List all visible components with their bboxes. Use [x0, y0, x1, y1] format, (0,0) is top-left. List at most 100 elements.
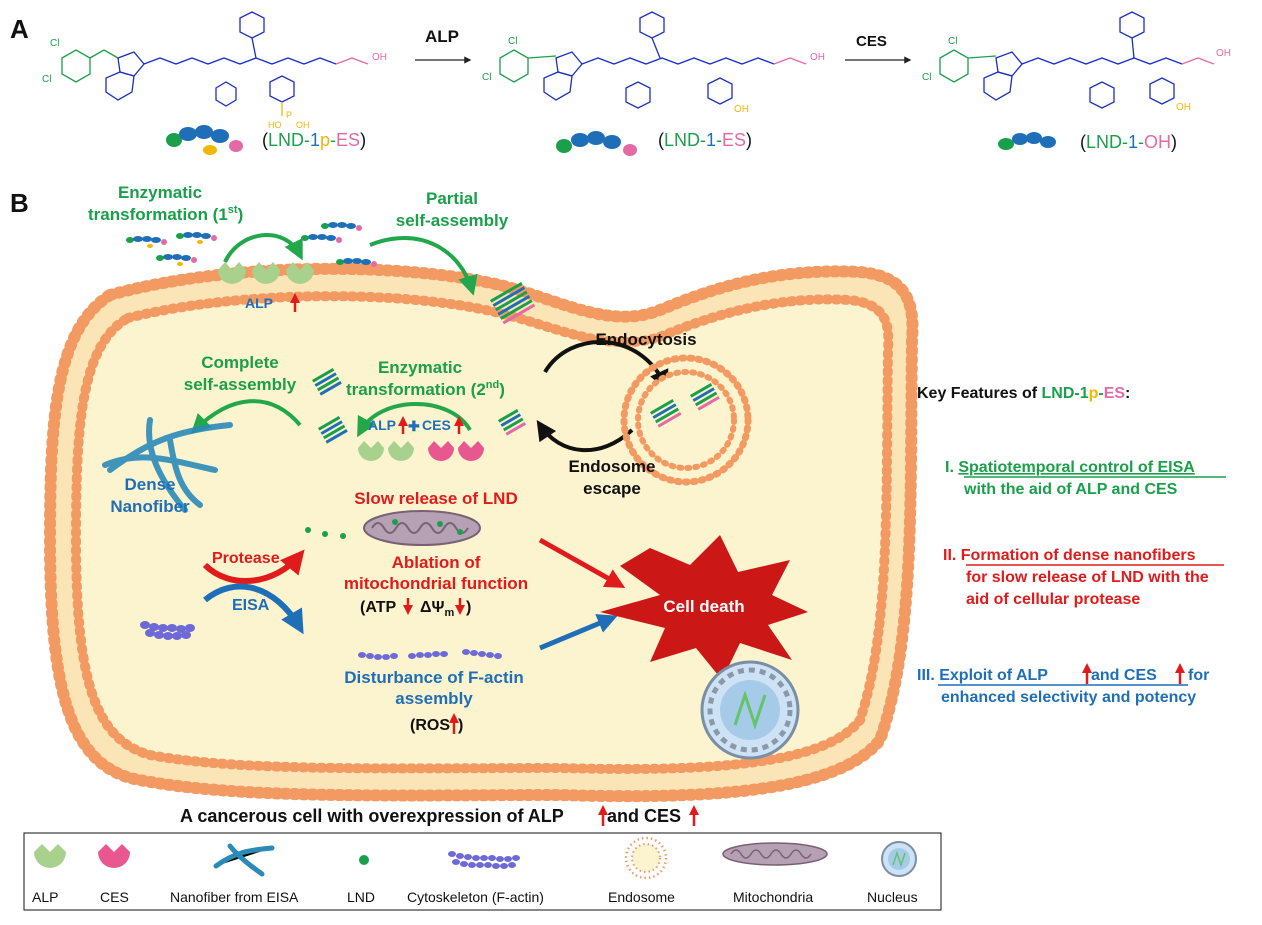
- delta-psi-label: ΔΨm: [420, 599, 454, 619]
- molecule-lnd-1-es: [499, 11, 807, 109]
- legend-label: ALP: [32, 889, 58, 905]
- atom-label: OH: [372, 52, 387, 63]
- inner-stack-3: [498, 409, 527, 436]
- atom-label: OH: [1176, 102, 1191, 113]
- slow-release-label: Slow release of LND: [354, 489, 517, 508]
- legend-label: Endosome: [608, 889, 675, 905]
- inner-stack-2: [318, 416, 348, 444]
- cancer-cell-caption-2: and CES: [607, 806, 681, 826]
- partial-self-assembly-label-2: self-assembly: [396, 211, 509, 230]
- atom-label: Cl: [50, 38, 59, 49]
- complete-self-assembly-label: Complete: [201, 353, 278, 372]
- enzymatic-2-label: Enzymatic: [378, 358, 462, 377]
- alp-membrane-label: ALP: [245, 295, 273, 311]
- membrane-assembly-stack: [490, 282, 536, 325]
- mitochondria-legend-icon: [722, 842, 828, 866]
- cancer-cell-caption: A cancerous cell with overexpression of …: [180, 806, 564, 826]
- ces-arrow-label: CES: [856, 33, 887, 50]
- lnd-dots: [305, 527, 346, 539]
- lnd-legend-icon: [359, 855, 369, 865]
- ros-label: (ROS: [410, 717, 450, 734]
- eisa-arrow: [203, 583, 304, 635]
- atom-label: HO: [268, 120, 282, 130]
- f-actin-fragments: [358, 649, 502, 660]
- legend-label: Mitochondria: [733, 889, 813, 905]
- bead-icon-lnd-1-oh: [998, 132, 1056, 150]
- panel-a-letter: A: [10, 14, 29, 44]
- enzymatic-1-arrow: [223, 233, 303, 263]
- endosome-escape-label: Endosome: [569, 457, 656, 476]
- ros-close: ): [458, 717, 463, 734]
- molecule-lnd-1p-es: [61, 11, 369, 116]
- ces-legend-icon: [98, 844, 130, 868]
- enzymatic-1-label-2: transformation (1st): [88, 204, 243, 224]
- protease-label: Protease: [212, 550, 280, 567]
- f-actin-clump: [140, 621, 195, 640]
- alp-inner-label: ALP: [368, 417, 396, 433]
- bead-icon-lnd-1p-es: [166, 125, 243, 155]
- atom-label: OH: [1216, 48, 1231, 59]
- feature-1: I. Spatiotemporal control of EISA: [945, 459, 1195, 476]
- atom-label: Cl: [508, 36, 517, 47]
- feature-2-line-3: aid of cellular protease: [966, 591, 1140, 608]
- panel-b-letter: B: [10, 188, 29, 218]
- eisa-label: EISA: [232, 597, 270, 614]
- feature-3-line-2: enhanced selectivity and potency: [941, 689, 1196, 706]
- ablation-label-2: mitochondrial function: [344, 574, 528, 593]
- complete-self-assembly-label-2: self-assembly: [184, 375, 297, 394]
- red-arrow-to-death: [538, 537, 626, 588]
- partial-self-assembly-label: Partial: [426, 189, 478, 208]
- disturbance-label: Disturbance of F-actin: [344, 668, 523, 687]
- feature-1-line-2: with the aid of ALP and CES: [963, 481, 1178, 498]
- legend-box: ALP CES Nanofiber from EISA LND Cytoskel…: [23, 832, 942, 911]
- nucleus-legend-icon: [881, 841, 917, 877]
- compound-label-2: (LND-1-ES): [658, 130, 752, 150]
- compound-label-1: (LND-1p-ES): [262, 130, 366, 150]
- atom-label: OH: [810, 52, 825, 63]
- dense-nanofiber-label-2: Nanofiber: [110, 497, 190, 516]
- extracellular-monomers: [126, 222, 377, 267]
- feature-2-line-2: for slow release of LND with the: [966, 569, 1209, 586]
- atom-label: Cl: [482, 72, 491, 83]
- protease-arrow: [202, 549, 305, 584]
- legend-label: Nucleus: [867, 889, 918, 905]
- endocytosis-label: Endocytosis: [595, 330, 696, 349]
- f-actin-legend-icon: [448, 851, 520, 869]
- plus-icon: ✚: [408, 418, 420, 434]
- endosome: [620, 354, 752, 486]
- bead-icon-lnd-1-es: [556, 131, 637, 156]
- disturbance-label-2: assembly: [395, 689, 473, 708]
- cell-death-burst: [600, 535, 808, 680]
- compound-label-3: (LND-1-OH): [1080, 132, 1177, 152]
- inner-enzymes: [358, 441, 484, 461]
- atom-label: OH: [296, 120, 310, 130]
- endosome-escape-label-2: escape: [583, 479, 641, 498]
- atom-label: P: [286, 110, 292, 120]
- key-features-title: Key Features of LND-1p-ES:: [917, 385, 1130, 402]
- nucleus: [700, 660, 800, 760]
- legend-label: LND: [347, 889, 375, 905]
- cell-death-label: Cell death: [663, 597, 744, 616]
- mitochondria: [363, 510, 481, 546]
- endosome-escape-arrow: [536, 420, 634, 453]
- feature-2: II. Formation of dense nanofibers: [943, 547, 1196, 564]
- dense-nanofiber: [102, 417, 233, 513]
- ces-inner-label: CES: [422, 417, 451, 433]
- blue-arrow-to-death: [539, 614, 618, 651]
- alp-arrow-label: ALP: [425, 27, 459, 46]
- panel-a: A Cl Cl OH HO P OH: [10, 11, 1231, 156]
- alp-enzymes-membrane: [218, 262, 314, 284]
- endosome-legend-icon: [624, 836, 668, 880]
- legend-label: Nanofiber from EISA: [170, 889, 299, 905]
- ablation-label: Ablation of: [392, 553, 481, 572]
- feature-3-ces: and CES: [1091, 667, 1157, 684]
- inner-stack-1: [312, 368, 342, 396]
- enzymatic-2-label-2: transformation (2nd): [346, 379, 505, 399]
- atom-label: Cl: [922, 72, 931, 83]
- nanofiber-legend-icon: [213, 843, 275, 877]
- atom-label: Cl: [42, 74, 51, 85]
- close-paren: ): [466, 599, 471, 616]
- key-features: Key Features of LND-1p-ES: I. Spatiotemp…: [917, 385, 1226, 706]
- molecule-lnd-1-oh: [939, 11, 1215, 109]
